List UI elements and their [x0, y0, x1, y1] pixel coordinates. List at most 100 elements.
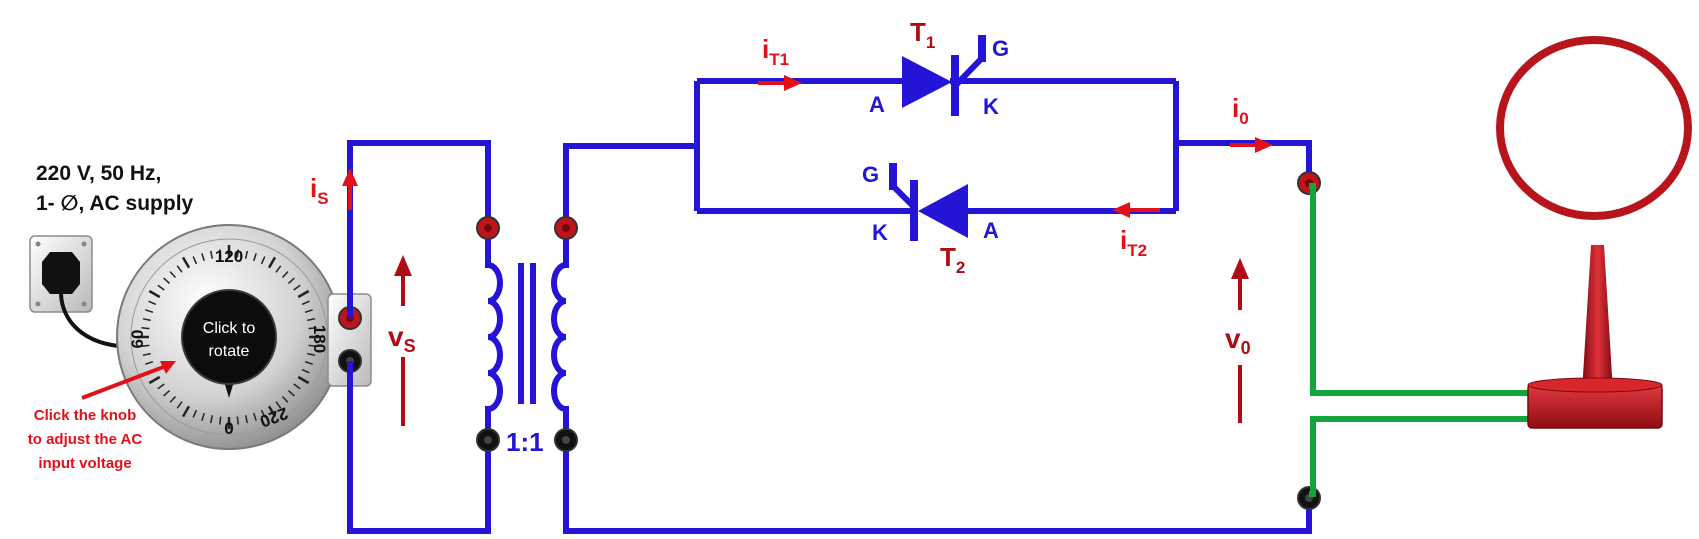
t1-cathode-label: K: [983, 94, 999, 119]
dial-tick: [267, 256, 277, 269]
dial-tick: [304, 309, 313, 313]
dial-tick: [148, 300, 157, 306]
secondary-winding: [551, 228, 569, 440]
output-current-arrow: [1230, 137, 1273, 153]
t2-current-arrow: [1112, 202, 1160, 218]
dial-tick: [157, 284, 165, 291]
dial-scale-ticks: [137, 245, 321, 429]
primary-winding: [485, 228, 503, 440]
dial-tick: [176, 265, 183, 273]
is-label: iS: [310, 173, 329, 208]
dial-tick: [142, 317, 151, 322]
transformer: [485, 228, 569, 440]
source-current-arrow: [342, 168, 358, 210]
io-label: i0: [1232, 93, 1249, 128]
dial-tick: [281, 271, 289, 279]
dial-tick: [281, 395, 289, 403]
lamp-leads: [1309, 183, 1530, 497]
dial-tick: [287, 389, 295, 397]
primary-top-terminal: [476, 216, 500, 240]
t2-name-label: T2: [940, 242, 965, 277]
turns-ratio-label: 1:1: [506, 427, 544, 457]
dial-tick: [192, 256, 198, 265]
dial-tick: [145, 361, 154, 365]
t2-anode-label: A: [983, 218, 999, 243]
t1-gate-label: G: [992, 36, 1009, 61]
t1-anode-label: A: [869, 92, 885, 117]
dial-tick: [148, 375, 161, 385]
dial-tick: [307, 352, 316, 357]
dial-tick: [293, 284, 301, 291]
dial-tick: [308, 327, 317, 330]
dial-tick: [304, 361, 313, 365]
dial-tick: [141, 327, 150, 330]
dial-tick: [287, 277, 295, 285]
knob-label-line1: Click to: [203, 320, 256, 337]
lamp-load: [1496, 36, 1692, 429]
dial-tick: [275, 265, 282, 273]
rotary-knob[interactable]: Click to rotate: [181, 289, 277, 398]
dial-tick: [219, 249, 222, 258]
dial-tick: [145, 309, 154, 313]
dial-tick: [209, 250, 214, 259]
dial-tick: [141, 344, 150, 347]
hint-pointer-line: [81, 364, 167, 400]
vs-label: vS: [388, 321, 416, 356]
dial-tick: [142, 352, 151, 357]
dial-tick: [176, 401, 183, 409]
thyristor-t1: [902, 35, 986, 116]
circuit-wiring: [347, 78, 1312, 534]
secondary-bottom-terminal: [554, 428, 578, 452]
dial-tick: [163, 277, 171, 285]
supply-label-line1: 220 V, 50 Hz,: [36, 162, 161, 185]
hint-pointer-arrowhead: [160, 361, 176, 374]
vo-label: v0: [1225, 323, 1251, 358]
thyristor-t2: [889, 163, 968, 241]
hint-line1: Click the knob: [34, 407, 137, 424]
supply-label-line2: 1- ∅, AC supply: [36, 192, 194, 215]
it1-label: iT1: [762, 34, 789, 69]
hint-line2: to adjust the AC: [28, 431, 143, 448]
dial-label-120: 120: [215, 247, 243, 266]
dial-label-0: 0: [224, 419, 233, 438]
hint-line3: input voltage: [38, 455, 131, 472]
dial-tick: [297, 289, 310, 299]
dial-tick: [244, 415, 249, 424]
dial-tick: [209, 415, 214, 424]
primary-bottom-terminal: [476, 428, 500, 452]
dial-tick: [307, 317, 316, 322]
dial-tick: [260, 409, 266, 418]
t2-gate-label: G: [862, 162, 879, 187]
dial-tick: [253, 412, 257, 421]
dial-tick: [275, 401, 282, 409]
source-voltage-arrow: [394, 255, 412, 426]
knob-label-line2: rotate: [209, 343, 250, 360]
dial-tick: [260, 256, 266, 265]
dial-label-180: 180: [310, 325, 329, 353]
output-voltage-arrow: [1231, 258, 1249, 423]
dial-tick: [181, 256, 191, 269]
dial-tick: [192, 409, 198, 418]
dial-tick: [157, 383, 165, 390]
dial-tick: [293, 383, 301, 390]
dial-tick: [169, 395, 177, 403]
dial-tick: [236, 416, 239, 425]
wall-socket: [29, 235, 93, 313]
dial-tick: [236, 249, 239, 258]
dial-tick: [308, 344, 317, 347]
dial-tick: [244, 250, 249, 259]
dial-tick: [253, 253, 257, 262]
it2-label: iT2: [1120, 225, 1147, 260]
output-bottom-terminal: [1297, 486, 1321, 510]
dial-tick: [301, 300, 310, 306]
dial-tick: [163, 389, 171, 397]
dial-tick: [181, 405, 191, 418]
dial-tick: [201, 253, 205, 262]
dial-tick: [301, 368, 310, 374]
dial-tick: [297, 375, 310, 385]
t1-current-arrow: [758, 75, 802, 91]
dial-label-60: 60: [128, 330, 147, 349]
dial-tick: [201, 412, 205, 421]
t2-cathode-label: K: [872, 220, 888, 245]
